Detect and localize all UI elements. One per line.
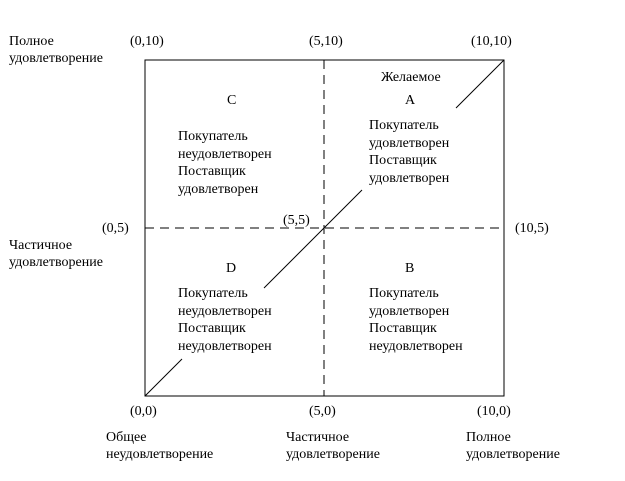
coord-label-10-10: (10,10) xyxy=(471,34,512,49)
axis-label-full-satisfaction-bottom: Полное удовлетворение xyxy=(466,430,560,462)
quadrant-b-text: Покупатель удовлетворен Поставщик неудов… xyxy=(369,286,463,354)
coord-label-0-0: (0,0) xyxy=(130,404,157,419)
axis-label-total-dissatisfaction: Общее неудовлетворение xyxy=(106,430,214,462)
desired-label: Желаемое xyxy=(381,70,441,85)
diagonal-segment-lower xyxy=(144,358,183,397)
coord-label-0-5: (0,5) xyxy=(102,221,129,236)
diagonal-segment-upper xyxy=(455,59,505,109)
coord-label-0-10: (0,10) xyxy=(130,34,164,49)
coord-label-10-5: (10,5) xyxy=(515,221,549,236)
quadrant-d-letter: D xyxy=(226,261,237,276)
coord-label-5-0: (5,0) xyxy=(309,404,336,419)
coord-label-5-10: (5,10) xyxy=(309,34,343,49)
quadrant-b-letter: B xyxy=(405,261,415,276)
axis-label-full-satisfaction-left: Полное удовлетворение xyxy=(9,34,103,66)
quadrant-d-text: Покупатель неудовлетворен Поставщик неуд… xyxy=(178,286,272,354)
coord-label-5-5: (5,5) xyxy=(283,213,310,228)
axis-label-partial-satisfaction-left: Частичное удовлетворение xyxy=(9,238,103,270)
quadrant-a-letter: A xyxy=(405,93,416,108)
coord-label-10-0: (10,0) xyxy=(477,404,511,419)
quadrant-a-text: Покупатель удовлетворен Поставщик удовле… xyxy=(369,118,450,186)
axis-label-partial-satisfaction-bottom: Частичное удовлетворение xyxy=(286,430,380,462)
quadrant-c-letter: C xyxy=(227,93,237,108)
quadrant-c-text: Покупатель неудовлетворен Поставщик удов… xyxy=(178,129,272,197)
diagonal-segment-middle xyxy=(263,189,363,289)
